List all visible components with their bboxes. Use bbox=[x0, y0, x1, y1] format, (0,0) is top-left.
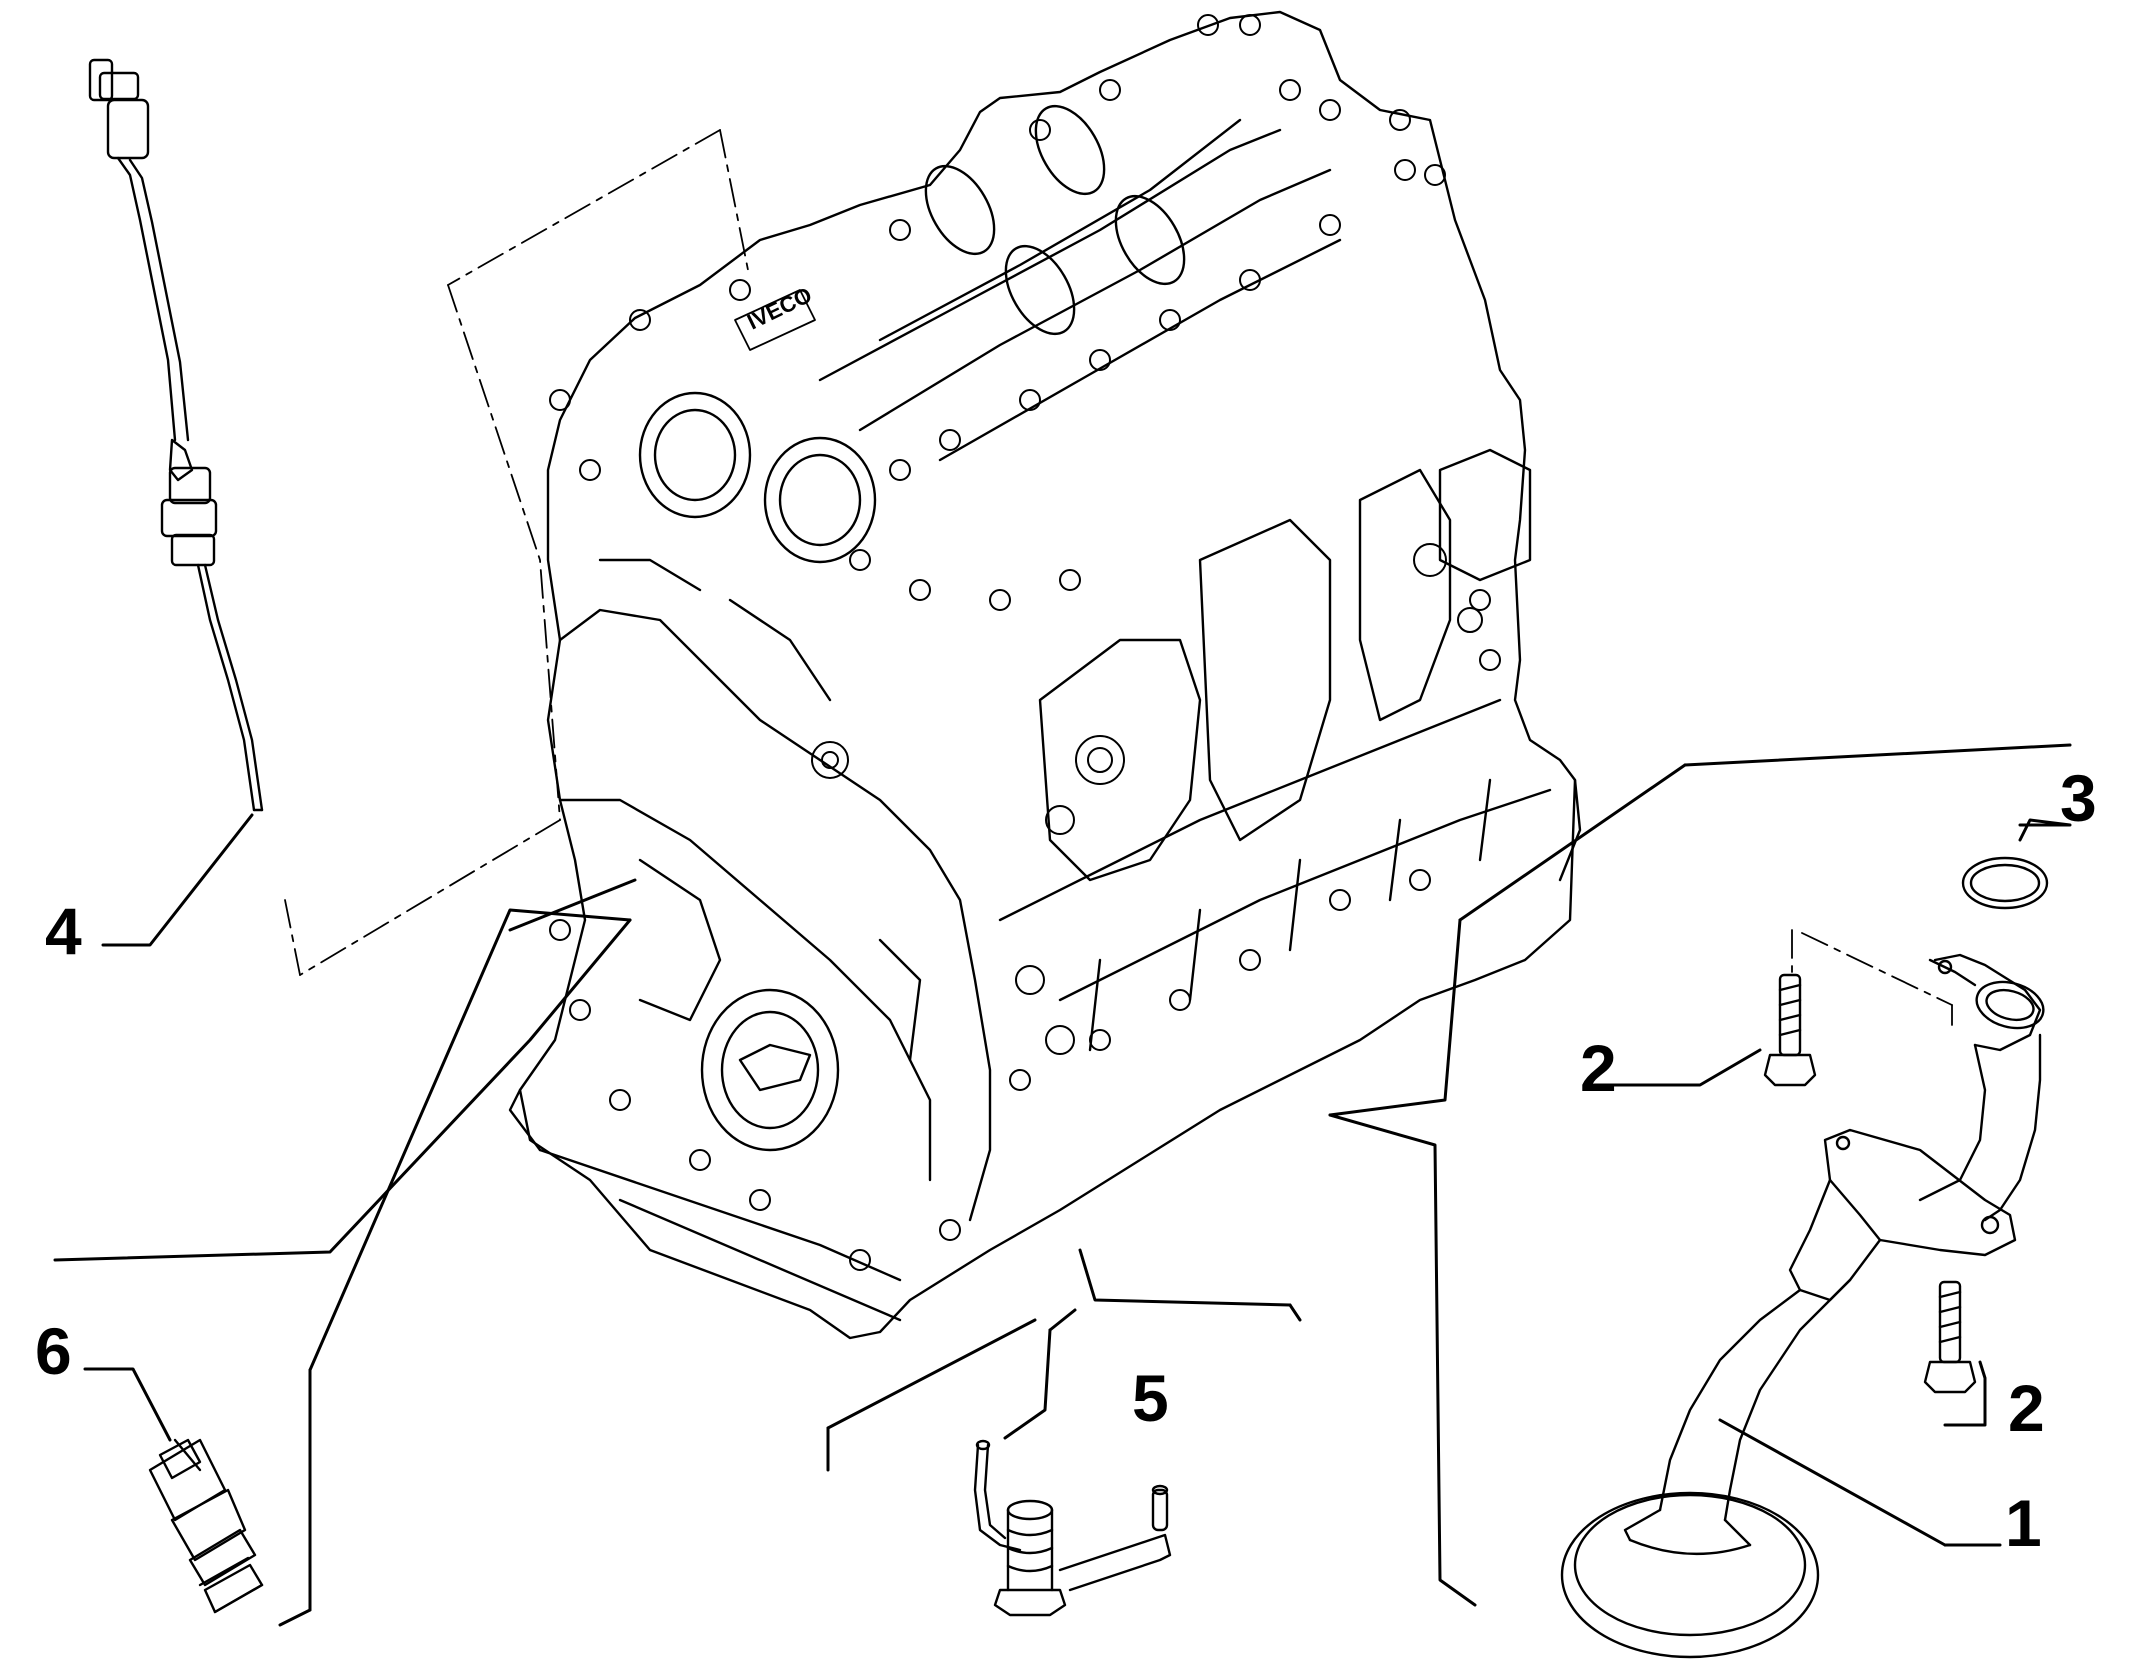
leader-lines bbox=[53, 743, 2072, 1627]
engine-stamp-text: IVECO bbox=[743, 282, 815, 334]
phantom-outline-left bbox=[284, 129, 749, 976]
callout-1: 1 bbox=[2005, 1486, 2042, 1560]
callout-4: 4 bbox=[45, 894, 82, 968]
part-3-o-ring bbox=[1961, 856, 2049, 910]
engine-block bbox=[508, 10, 1582, 1340]
callout-6: 6 bbox=[35, 1314, 72, 1388]
callout-3: 3 bbox=[2060, 761, 2097, 835]
part-5-piston-cooling-nozzle bbox=[973, 1439, 1172, 1617]
part-6-oil-pressure-sensor bbox=[148, 1438, 264, 1614]
callout-5: 5 bbox=[1132, 1361, 1169, 1435]
callout-2-upper: 2 bbox=[1580, 1031, 1617, 1105]
part-4-dipstick-sensor bbox=[88, 58, 264, 812]
part-2-bolt-lower bbox=[1923, 1280, 1977, 1394]
part-2-bolt-upper bbox=[1763, 973, 1817, 1087]
part-1-oil-pickup-tube bbox=[1560, 953, 2045, 1659]
callout-2-lower: 2 bbox=[2008, 1371, 2045, 1445]
phantom-outline-pump bbox=[1791, 929, 1953, 1026]
engine-bolt-heads bbox=[549, 14, 1501, 1271]
